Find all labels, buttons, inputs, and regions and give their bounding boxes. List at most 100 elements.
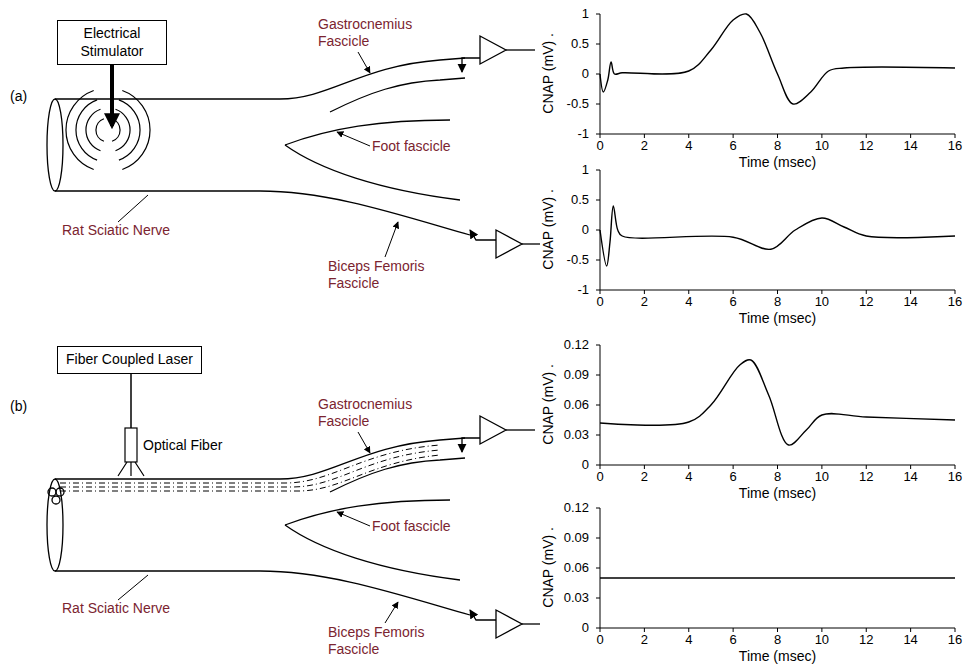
axis-tick — [777, 465, 778, 469]
device-box: Electrical Stimulator — [57, 20, 167, 65]
panel-letter: (b) — [10, 398, 27, 415]
tick-label: 12 — [846, 138, 886, 154]
axis-tick — [955, 290, 956, 294]
tick-label: 14 — [891, 469, 931, 485]
fiber-cable — [130, 374, 132, 429]
axis-tick — [910, 465, 911, 469]
tick-label: 1 — [549, 162, 589, 178]
electrode-wire — [470, 610, 496, 620]
amplifier-wire — [506, 49, 535, 50]
field-arc — [96, 119, 120, 142]
nerve-end — [47, 479, 63, 571]
axis-tick — [733, 290, 734, 294]
tick-label: 4 — [669, 632, 709, 648]
axis-tick — [596, 14, 600, 15]
axis-tick — [821, 465, 822, 469]
stimulus-arrow — [110, 65, 114, 126]
cnap-trace — [600, 14, 955, 104]
axis-tick — [733, 465, 734, 469]
cnap-chart — [596, 345, 955, 469]
tick-label: 0 — [580, 632, 620, 648]
axis-tick — [866, 465, 867, 469]
axis-tick — [955, 465, 956, 469]
amplifier-symbol — [496, 230, 522, 258]
leader-line — [358, 432, 370, 453]
axis-tick — [596, 508, 600, 509]
structure-label: Foot fascicle — [372, 138, 451, 155]
laser-beam — [118, 462, 144, 476]
axis-tick — [600, 290, 601, 294]
chart-axis — [600, 14, 955, 134]
amplifier-wire — [522, 623, 540, 624]
amplifier-symbol — [480, 36, 506, 64]
axis-tick — [600, 465, 601, 469]
leader-line — [337, 512, 370, 526]
leader-line — [385, 222, 398, 257]
panel-letter: (a) — [10, 88, 27, 105]
axis-tick — [910, 290, 911, 294]
cnap-chart — [596, 170, 955, 294]
tick-label: 6 — [713, 294, 753, 310]
axis-title: Time (msec) — [718, 310, 838, 327]
tick-label: 8 — [758, 632, 798, 648]
tick-label: 10 — [802, 469, 842, 485]
tick-label: 0 — [549, 457, 589, 473]
axis-tick — [688, 290, 689, 294]
structure-label: Biceps Femoris Fascicle — [328, 624, 450, 658]
tick-label: -1 — [549, 126, 589, 142]
field-arc — [86, 109, 130, 150]
axis-tick — [600, 134, 601, 138]
axis-tick — [596, 200, 600, 201]
tick-label: 16 — [935, 294, 972, 310]
cnap-trace — [600, 360, 955, 445]
structure-label: Foot fascicle — [372, 518, 451, 535]
axis-tick — [596, 568, 600, 569]
nerve-drawing — [47, 416, 540, 638]
activated-fibre — [60, 455, 440, 491]
axis-title: CNAP (mV) . — [540, 507, 557, 627]
axis-tick — [777, 628, 778, 632]
tick-label: 0.12 — [549, 500, 589, 516]
activated-fibre — [60, 450, 440, 487]
axis-title: CNAP (mV) . — [540, 169, 557, 289]
cnap-chart — [596, 14, 955, 138]
axis-tick — [644, 134, 645, 138]
structure-label: Rat Sciatic Nerve — [62, 222, 170, 239]
axis-tick — [596, 435, 600, 436]
tick-label: 16 — [935, 632, 972, 648]
axis-tick — [777, 290, 778, 294]
electrode-wire — [462, 438, 480, 452]
field-arc — [76, 100, 140, 160]
chart-axis — [600, 345, 955, 465]
structure-label: Optical Fiber — [143, 437, 222, 454]
axis-tick — [596, 170, 600, 171]
axis-tick — [733, 134, 734, 138]
axis-tick — [821, 290, 822, 294]
tick-label: 6 — [713, 138, 753, 154]
axis-tick — [777, 134, 778, 138]
stimulus-lines — [112, 65, 131, 428]
tick-label: 10 — [802, 632, 842, 648]
axis-tick — [596, 598, 600, 599]
structure-label: Biceps Femoris Fascicle — [328, 258, 450, 292]
tick-label: 0 — [549, 620, 589, 636]
axis-tick — [596, 538, 600, 539]
axis-tick — [910, 628, 911, 632]
tick-label: 12 — [846, 469, 886, 485]
structure-label: Gastrocnemius Fascicle — [318, 16, 430, 50]
axis-tick — [821, 628, 822, 632]
axis-tick — [910, 134, 911, 138]
leader-line — [118, 195, 148, 222]
device-box: Fiber Coupled Laser — [57, 346, 202, 374]
cnap-chart — [596, 508, 955, 632]
leader-line — [118, 575, 148, 600]
fascicle-section — [52, 496, 60, 504]
axis-tick — [596, 104, 600, 105]
axis-tick — [866, 628, 867, 632]
tick-label: 4 — [669, 469, 709, 485]
amplifier-wire — [506, 429, 535, 430]
fascicle-section — [56, 488, 64, 496]
electrode-wire — [462, 58, 480, 72]
axis-tick — [644, 465, 645, 469]
